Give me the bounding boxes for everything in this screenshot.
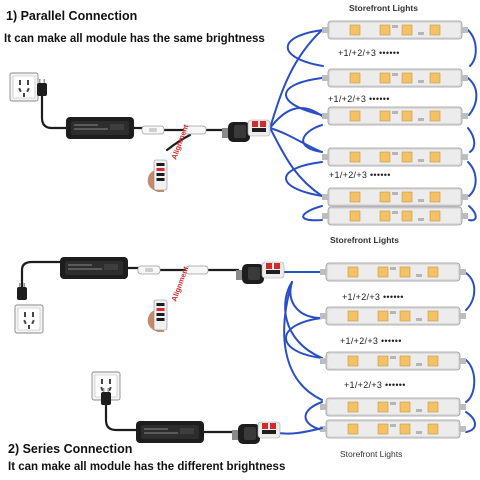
parallel-remote-control: [148, 160, 167, 192]
parallel-power-adapter: [66, 117, 134, 139]
parallel-inline-switch: [142, 126, 164, 134]
series-upper-dc-connector: [236, 262, 284, 284]
series-upper-power-adapter: [60, 257, 128, 279]
series-led-module: [320, 352, 466, 370]
series-brightness-label: +1/+2/+3 ••••••: [342, 292, 404, 302]
parallel-power-outlet: [10, 73, 38, 101]
parallel-led-module: [322, 148, 468, 166]
series-brightness-label: +1/+2/+3 ••••••: [344, 380, 406, 390]
series-upper-inline-switch: [138, 266, 160, 274]
parallel-brand-top: Storefront Lights: [349, 3, 418, 13]
series-led-module: [320, 307, 466, 325]
parallel-brightness-label: +1/+2/+3 ••••••: [328, 94, 390, 104]
parallel-led-module: [322, 107, 468, 125]
series-brand: Storefront Lights: [340, 449, 402, 459]
parallel-led-module: [322, 69, 468, 87]
series-description: It can make all module has the different…: [8, 461, 285, 473]
series-led-module: [320, 420, 466, 438]
parallel-power-plug: [37, 79, 47, 96]
parallel-brightness-label: +1/+2/+3 ••••••: [329, 170, 391, 180]
series-brightness-label: +1/+2/+3 ••••••: [340, 336, 402, 346]
series-heading: 2) Series Connection: [8, 442, 132, 456]
parallel-led-module: [322, 188, 468, 206]
parallel-brightness-label: +1/+2/+3 ••••••: [338, 48, 400, 58]
series-upper-power-outlet: [15, 305, 43, 333]
parallel-heading: 1) Parallel Connection: [6, 9, 137, 23]
parallel-description: It can make all module has the same brig…: [4, 33, 265, 45]
parallel-dc-connector: [222, 120, 270, 142]
series-led-module: [320, 263, 466, 281]
series-led-module: [320, 398, 466, 416]
parallel-led-module: [322, 207, 468, 225]
series-lower-dc-connector: [232, 422, 280, 444]
parallel-brand-bottom: Storefront Lights: [330, 235, 399, 245]
parallel-remote-label: Alignment: [169, 123, 190, 161]
parallel-led-module: [322, 21, 468, 39]
series-upper-remote-control: [148, 300, 167, 332]
series-lower-power-adapter: [136, 421, 204, 443]
